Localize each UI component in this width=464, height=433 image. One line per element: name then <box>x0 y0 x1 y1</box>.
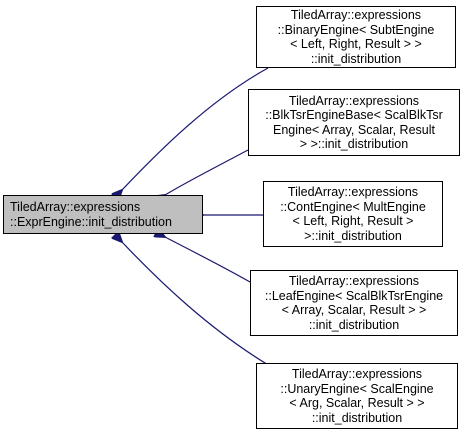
node-line: < Left, Right, Result > > <box>290 37 422 51</box>
node-line: ::LeafEngine< ScalBlkTsrEngine <box>264 288 444 303</box>
node-line: TiledArray::expressions <box>290 8 422 22</box>
edge-binary-engine <box>122 67 269 190</box>
node-line: < Array, Scalar, Result > > <box>281 303 427 317</box>
node-line: >::init_distribution <box>304 228 402 243</box>
node-line: < Left, Right, Result > <box>292 214 414 228</box>
node-line: ::init_distribution <box>310 51 402 66</box>
node-blktsr-engine-base-init-distribution[interactable]: TiledArray::expressions ::BlkTsrEngineBa… <box>248 89 460 156</box>
node-line: ::init_distribution <box>308 317 400 332</box>
base-node-line-2: ::ExprEngine::init_distribution <box>10 214 172 229</box>
node-cont-engine-init-distribution[interactable]: TiledArray::expressions ::ContEngine< Mu… <box>263 181 443 247</box>
node-line: TiledArray::expressions <box>288 274 420 288</box>
node-line: > >::init_distribution <box>299 137 409 151</box>
node-unary-engine-init-distribution[interactable]: TiledArray::expressions ::UnaryEngine< S… <box>256 363 458 429</box>
node-line: ::init_distribution <box>311 410 403 425</box>
base-node-expr-engine-init-distribution[interactable]: TiledArray::expressions ::ExprEngine::in… <box>3 195 203 234</box>
node-line: ::BlkTsrEngineBase< ScalBlkTsr <box>265 108 443 122</box>
node-binary-engine-init-distribution[interactable]: TiledArray::expressions ::BinaryEngine< … <box>256 6 456 68</box>
node-line: ::ContEngine< MultEngine <box>280 199 426 214</box>
node-line: TiledArray::expressions <box>288 93 420 108</box>
node-line: Engine< Array, Scalar, Result <box>272 122 435 137</box>
node-line: < Arg, Scalar, Result > > <box>289 396 425 410</box>
edge-leaf-engine <box>165 237 251 283</box>
edge-blktsr-engine-base <box>165 149 249 195</box>
node-line: ::UnaryEngine< ScalEngine <box>280 381 434 396</box>
node-line: TiledArray::expressions <box>291 367 423 381</box>
node-line: ::BinaryEngine< SubtEngine <box>277 22 435 37</box>
edge-unary-engine <box>122 242 271 367</box>
node-line: TiledArray::expressions <box>287 185 419 199</box>
base-node-line-1: TiledArray::expressions <box>10 200 141 214</box>
node-leaf-engine-init-distribution[interactable]: TiledArray::expressions ::LeafEngine< Sc… <box>250 270 458 336</box>
